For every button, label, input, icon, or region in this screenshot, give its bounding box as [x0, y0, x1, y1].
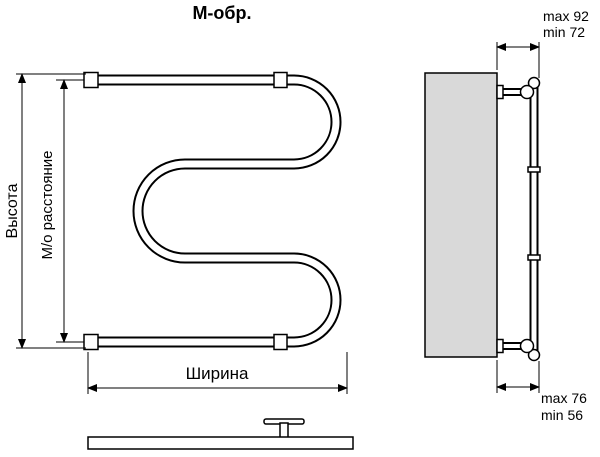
- wall-flange-bottom: [496, 338, 504, 354]
- side-top-min-label: min 72: [543, 24, 585, 40]
- drawing-title: М-обр.: [192, 3, 251, 23]
- axis-distance-label: М/о расстояние: [39, 150, 56, 259]
- pipe-coupling-upper: [527, 166, 541, 173]
- m-tube-bore: [88, 76, 340, 346]
- tube-collar-top-right: [273, 71, 288, 89]
- height-dimension: Высота: [4, 73, 86, 349]
- tube-collar-bottom-left: [83, 333, 99, 351]
- tube-top-view: [87, 436, 354, 450]
- front-view: [83, 71, 342, 351]
- side-top-max-label: max 92: [543, 8, 589, 24]
- valve-top-view: [87, 418, 354, 450]
- union-sphere-top: [519, 84, 535, 100]
- union-sphere-bottom: [519, 338, 535, 354]
- m-tube-outline: [88, 74, 342, 348]
- side-top-dimension: max 92 min 72: [496, 8, 589, 78]
- wall-panel: [424, 72, 498, 358]
- side-bottom-min-label: min 56: [541, 407, 583, 423]
- axis-distance-dimension: М/о расстояние: [39, 79, 84, 343]
- tube-collar-top-left: [83, 71, 99, 89]
- height-label: Высота: [4, 183, 21, 238]
- tube-collar-bottom-right: [273, 333, 288, 351]
- width-label: Ширина: [186, 364, 249, 383]
- width-dimension: Ширина: [87, 352, 348, 394]
- pipe-cap-bottom: [527, 348, 541, 362]
- pipe-coupling-lower: [527, 254, 541, 261]
- side-view: [424, 72, 541, 362]
- wall-flange-top: [496, 84, 504, 100]
- pipe-cap-top: [527, 76, 541, 90]
- side-bottom-dimension: max 76 min 56: [496, 360, 587, 423]
- side-bottom-max-label: max 76: [541, 390, 587, 406]
